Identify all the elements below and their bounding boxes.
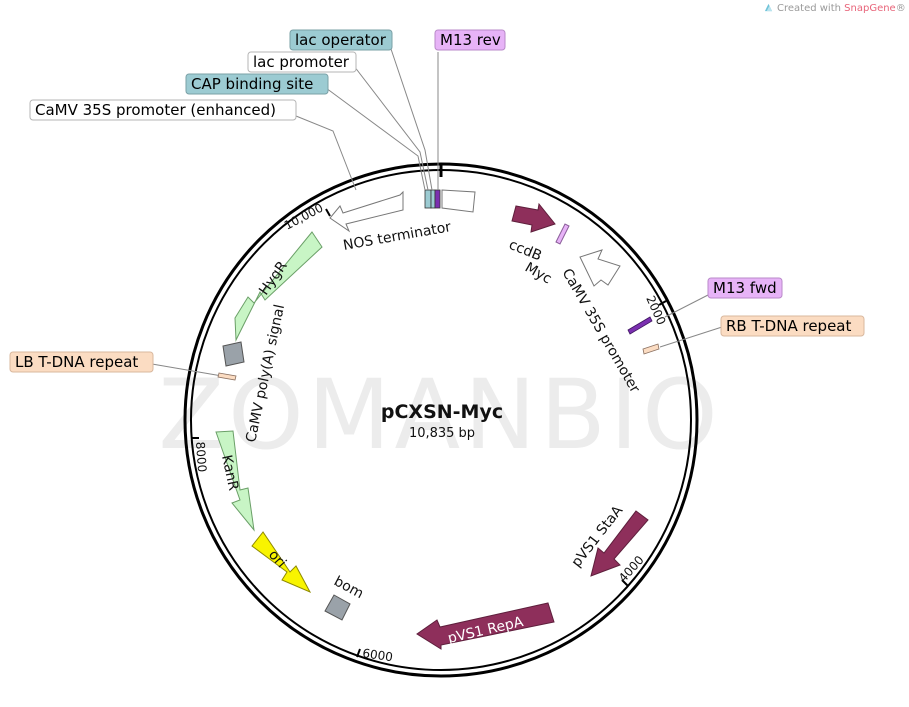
callout-lb-tdna[interactable]: LB T-DNA repeat	[9, 351, 154, 373]
plasmid-size: 10,835 bp	[409, 426, 475, 441]
badge-product: SnapGene	[844, 3, 896, 14]
camv-35s-enhanced-arrow[interactable]	[441, 189, 476, 213]
myc-tag[interactable]	[555, 223, 570, 245]
myc-label: Myc	[522, 260, 554, 288]
lb-tdna-mark	[217, 372, 237, 381]
rb-tdna-mark	[642, 343, 660, 355]
badge-prefix: Created with	[777, 3, 845, 14]
callout-camv-35s-enhanced[interactable]: CaMV 35S promoter (enhanced)	[29, 99, 297, 121]
camv-polya-box[interactable]	[222, 341, 245, 367]
ori-arrow[interactable]	[251, 531, 312, 594]
badge-suffix: ®	[895, 3, 906, 14]
plasmid-name: pCXSN-Myc	[381, 401, 503, 423]
tick-4000-mark	[621, 579, 629, 587]
callout-cap-binding-site-label: CAP binding site	[191, 75, 313, 93]
bom-box[interactable]	[324, 594, 351, 621]
ccdb-arrow[interactable]	[511, 202, 556, 233]
callout-rb-tdna-label: RB T-DNA repeat	[726, 317, 851, 335]
tick-10000-mark	[325, 208, 331, 217]
kanr-arrow[interactable]	[215, 430, 255, 532]
tick-6000-label: 6000	[362, 646, 394, 664]
callout-camv-35s-enhanced-label: CaMV 35S promoter (enhanced)	[35, 101, 276, 119]
callout-rb-tdna[interactable]: RB T-DNA repeat	[720, 315, 865, 337]
tick-8000-label: 8000	[193, 441, 209, 472]
callout-lac-promoter-label: lac promoter	[253, 53, 350, 71]
watermark-text: ZOMANBIO	[158, 359, 721, 471]
callout-lac-promoter[interactable]: lac promoter	[247, 51, 357, 73]
ccdb-label: ccdB	[507, 237, 544, 265]
callout-lb-tdna-label: LB T-DNA repeat	[15, 353, 138, 371]
callout-lac-operator-label: lac operator	[295, 31, 387, 49]
camv-35s-arrow[interactable]	[579, 249, 621, 287]
snapgene-logo-icon	[764, 3, 773, 12]
lac-promoter-mark	[424, 189, 432, 209]
lac-operator-mark	[430, 189, 436, 209]
m13-rev-mark	[434, 189, 441, 209]
kanr-label: KanR	[218, 454, 241, 493]
callout-lac-operator[interactable]: lac operator	[289, 29, 393, 51]
snapgene-badge[interactable]: Created with SnapGene®	[764, 3, 906, 14]
callout-cap-binding-site[interactable]: CAP binding site	[185, 73, 329, 95]
callout-m13-rev[interactable]: M13 rev	[434, 29, 506, 51]
callout-m13-fwd[interactable]: M13 fwd	[707, 277, 783, 299]
callout-m13-fwd-label: M13 fwd	[713, 279, 777, 297]
callout-leaders	[151, 45, 723, 377]
nos-terminator-label: NOS terminator	[342, 219, 453, 254]
nos-terminator-arrow[interactable]	[329, 190, 404, 233]
tick-2000-mark	[658, 300, 667, 306]
pvs1-repa-arrow[interactable]	[416, 602, 555, 650]
m13-fwd-mark	[627, 316, 653, 335]
tick-6000-mark	[356, 648, 361, 658]
hygr-arrow[interactable]	[234, 231, 323, 342]
callout-m13-rev-label: M13 rev	[440, 31, 501, 49]
pvs1-staa-arrow[interactable]	[590, 510, 649, 577]
